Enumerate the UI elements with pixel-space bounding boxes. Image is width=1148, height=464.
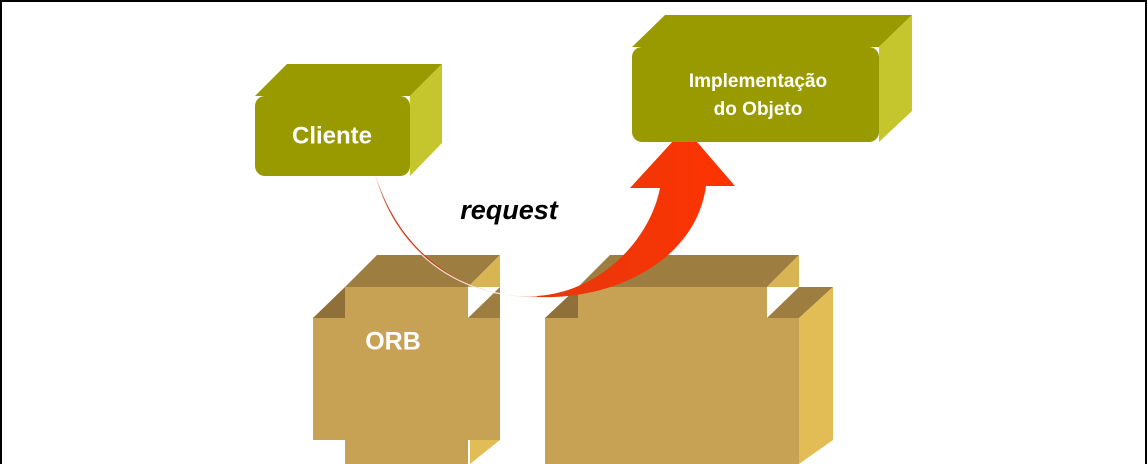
orb-left-block — [313, 255, 500, 464]
implementation-block: Implementação do Objeto — [632, 15, 912, 142]
cliente-label: Cliente — [292, 122, 372, 149]
implementation-label-line2: do Objeto — [714, 99, 803, 120]
orb-label: ORB — [365, 328, 421, 356]
request-arrow — [373, 128, 735, 298]
implementation-label-line1: Implementação — [689, 71, 827, 92]
request-label: request — [460, 195, 559, 225]
cliente-block: Cliente — [255, 64, 442, 176]
